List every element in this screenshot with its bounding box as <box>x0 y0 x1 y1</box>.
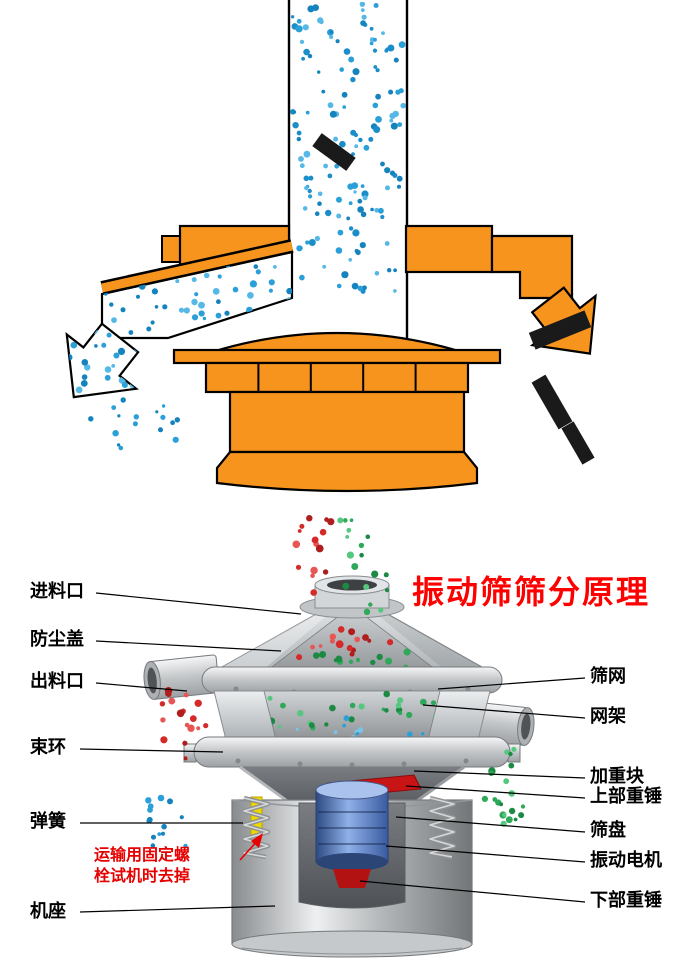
label-clamp-ring: 束环 <box>30 737 66 757</box>
ejected-chips <box>528 310 595 465</box>
label-machine-base: 机座 <box>30 901 66 921</box>
body-skirt <box>215 450 479 493</box>
label-spring: 弹簧 <box>30 811 66 831</box>
oversize-particle <box>312 133 356 171</box>
sieve-deck <box>204 361 470 394</box>
lower-weight <box>333 869 371 888</box>
note-leader <box>239 833 263 861</box>
fines-chute <box>100 239 294 340</box>
particle-streams <box>145 515 526 849</box>
label-lower-weight: 下部重锤 <box>590 890 662 910</box>
spring-left <box>241 795 271 860</box>
machine-illustration <box>79 515 586 958</box>
label-discharge-outlet: 出料口 <box>30 671 84 691</box>
clamp-band <box>183 736 521 768</box>
flow-diagram <box>65 0 597 493</box>
label-sieve-tray: 筛盘 <box>590 820 626 840</box>
transport-bolt-note: 运输用固定螺栓试机时去掉 <box>94 847 191 885</box>
body-pedestal <box>228 390 466 454</box>
label-weight-block: 加重块 <box>590 766 644 786</box>
sieve-body <box>172 331 502 493</box>
feed-tube <box>287 0 409 339</box>
label-screen-mesh: 筛网 <box>590 666 626 686</box>
label-feed-inlet: 进料口 <box>30 581 84 601</box>
diagram-title: 振动筛筛分原理 <box>412 574 651 610</box>
leader-lines <box>79 592 586 913</box>
label-dust-cover: 防尘盖 <box>30 629 84 649</box>
feed-inlet <box>299 575 405 619</box>
label-vibration-motor: 振动电机 <box>590 850 662 870</box>
mesh-frame-body <box>213 690 491 741</box>
label-mesh-frame: 网架 <box>590 706 626 726</box>
label-upper-weight: 上部重锤 <box>590 786 662 806</box>
sieve-dome <box>211 331 463 354</box>
oversize-chute <box>490 234 574 300</box>
vibration-motor <box>315 780 389 871</box>
spring-right <box>427 795 457 860</box>
